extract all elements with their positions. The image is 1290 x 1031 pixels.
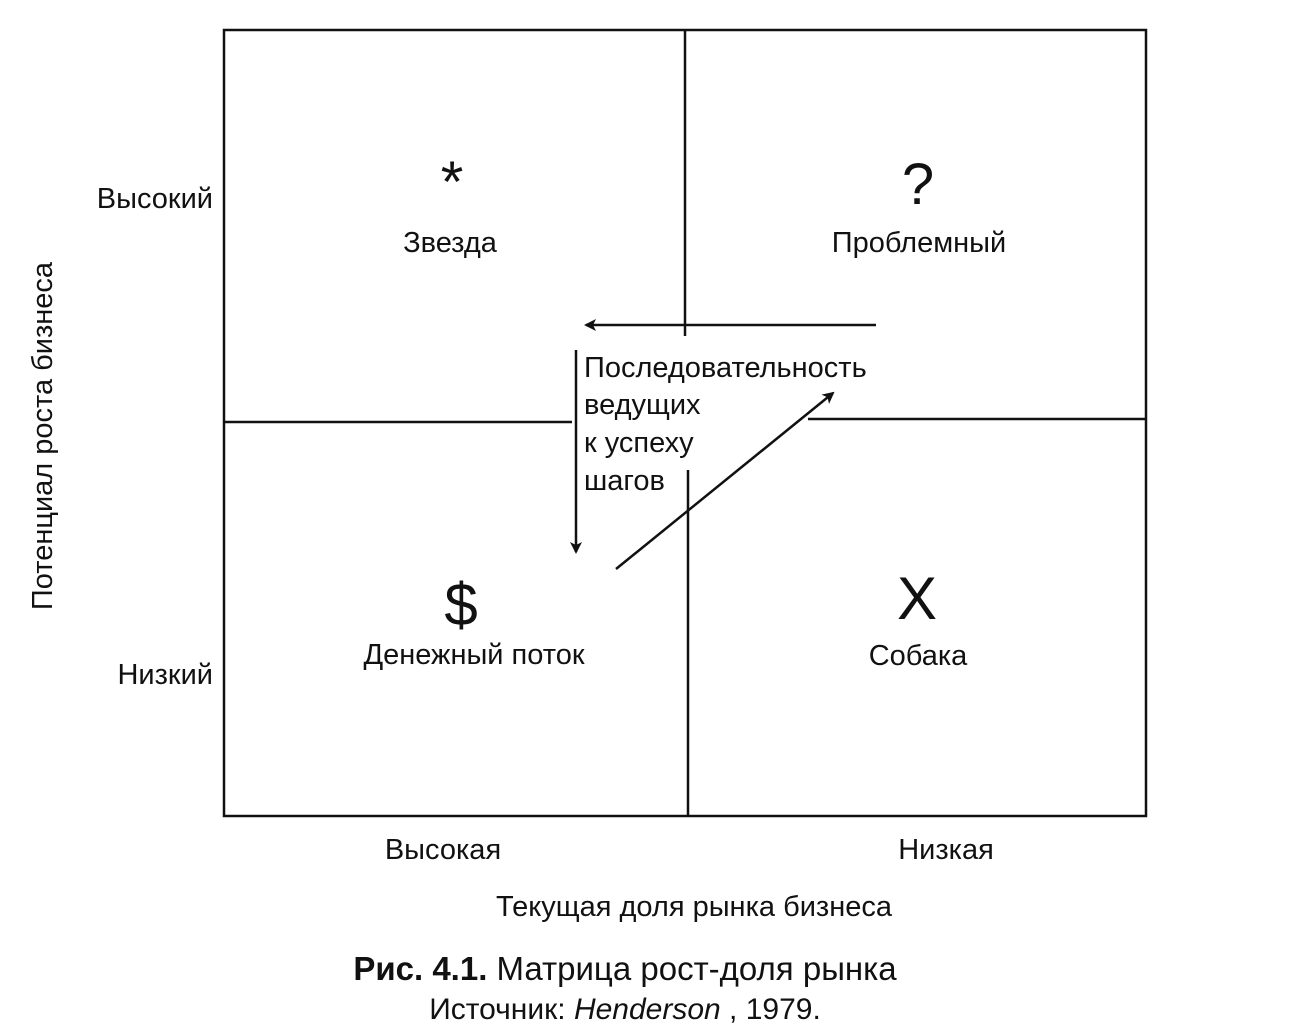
x-axis-low-label: Низкая <box>898 834 994 866</box>
sequence-label-line-4: шагов <box>584 465 665 497</box>
star-label: Звезда <box>403 227 498 259</box>
x-axis-title: Текущая доля рынка бизнеса <box>496 891 893 923</box>
dog-symbol: X <box>897 565 937 632</box>
arrow-cash-to-question <box>615 391 835 570</box>
cash-symbol: $ <box>444 571 477 638</box>
source-author: Henderson <box>574 993 721 1026</box>
star-symbol: * <box>441 150 464 215</box>
y-axis-title: Потенциал роста бизнеса <box>27 261 59 610</box>
dog-label: Собака <box>869 640 968 672</box>
cash-label: Денежный поток <box>363 639 584 671</box>
sequence-label-line-1: Последовательность <box>584 352 867 384</box>
sequence-label-line-2: ведущих <box>584 389 701 421</box>
figure-source: Источник: Henderson , 1979. <box>429 993 821 1026</box>
x-axis-high-label: Высокая <box>385 834 501 866</box>
y-axis-low-label: Низкий <box>117 659 213 691</box>
figure-title-text: Матрица рост-доля рынка <box>497 950 898 987</box>
question-symbol: ? <box>902 152 934 217</box>
figure-caption: Рис. 4.1. Матрица рост-доля рынка <box>353 950 897 987</box>
source-year: , 1979. <box>729 993 821 1026</box>
source-prefix: Источник: <box>429 993 574 1026</box>
y-axis-high-label: Высокий <box>97 183 213 215</box>
question-label: Проблемный <box>832 227 1006 259</box>
figure-number: Рис. 4.1. <box>353 950 487 987</box>
sequence-label-line-3: к успеху <box>584 427 694 459</box>
